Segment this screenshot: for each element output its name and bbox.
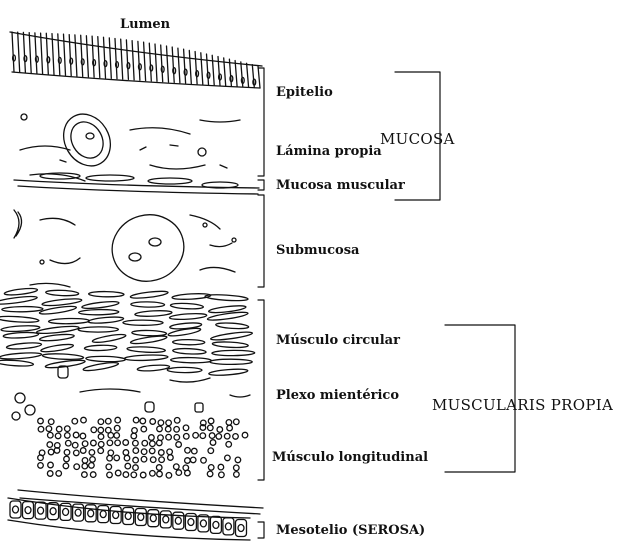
lamina-propria-illustration bbox=[20, 106, 240, 181]
musculo-circular-label: Músculo circular bbox=[276, 334, 400, 347]
musculo-longitudinal-label: Músculo longitudinal bbox=[272, 451, 428, 464]
mucosa-muscularis-illustration bbox=[14, 173, 259, 194]
epithelium-illustration bbox=[10, 32, 262, 88]
longitudinal-muscle-illustration bbox=[38, 417, 248, 478]
plexo-mienterico-label: Plexo mientérico bbox=[276, 389, 399, 402]
mesotelio-label: Mesotelio (SEROSA) bbox=[276, 524, 425, 537]
myenteric-plexus-illustration bbox=[12, 366, 250, 420]
mesothelium-illustration bbox=[8, 498, 250, 540]
lumen-label: Lumen bbox=[120, 18, 170, 31]
submucosa-illustration bbox=[14, 207, 236, 289]
mucosa-group-label: MUCOSA bbox=[380, 132, 455, 147]
circular-muscle-illustration bbox=[0, 287, 255, 376]
lamina-propia-label: Lámina propia bbox=[276, 145, 382, 158]
submucosa-label: Submucosa bbox=[276, 244, 359, 257]
muscularis-propia-group-label: MUSCULARIS PROPIA bbox=[432, 398, 613, 413]
epitelio-label: Epitelio bbox=[276, 86, 333, 99]
mucosa-muscular-label: Mucosa muscular bbox=[276, 179, 405, 192]
